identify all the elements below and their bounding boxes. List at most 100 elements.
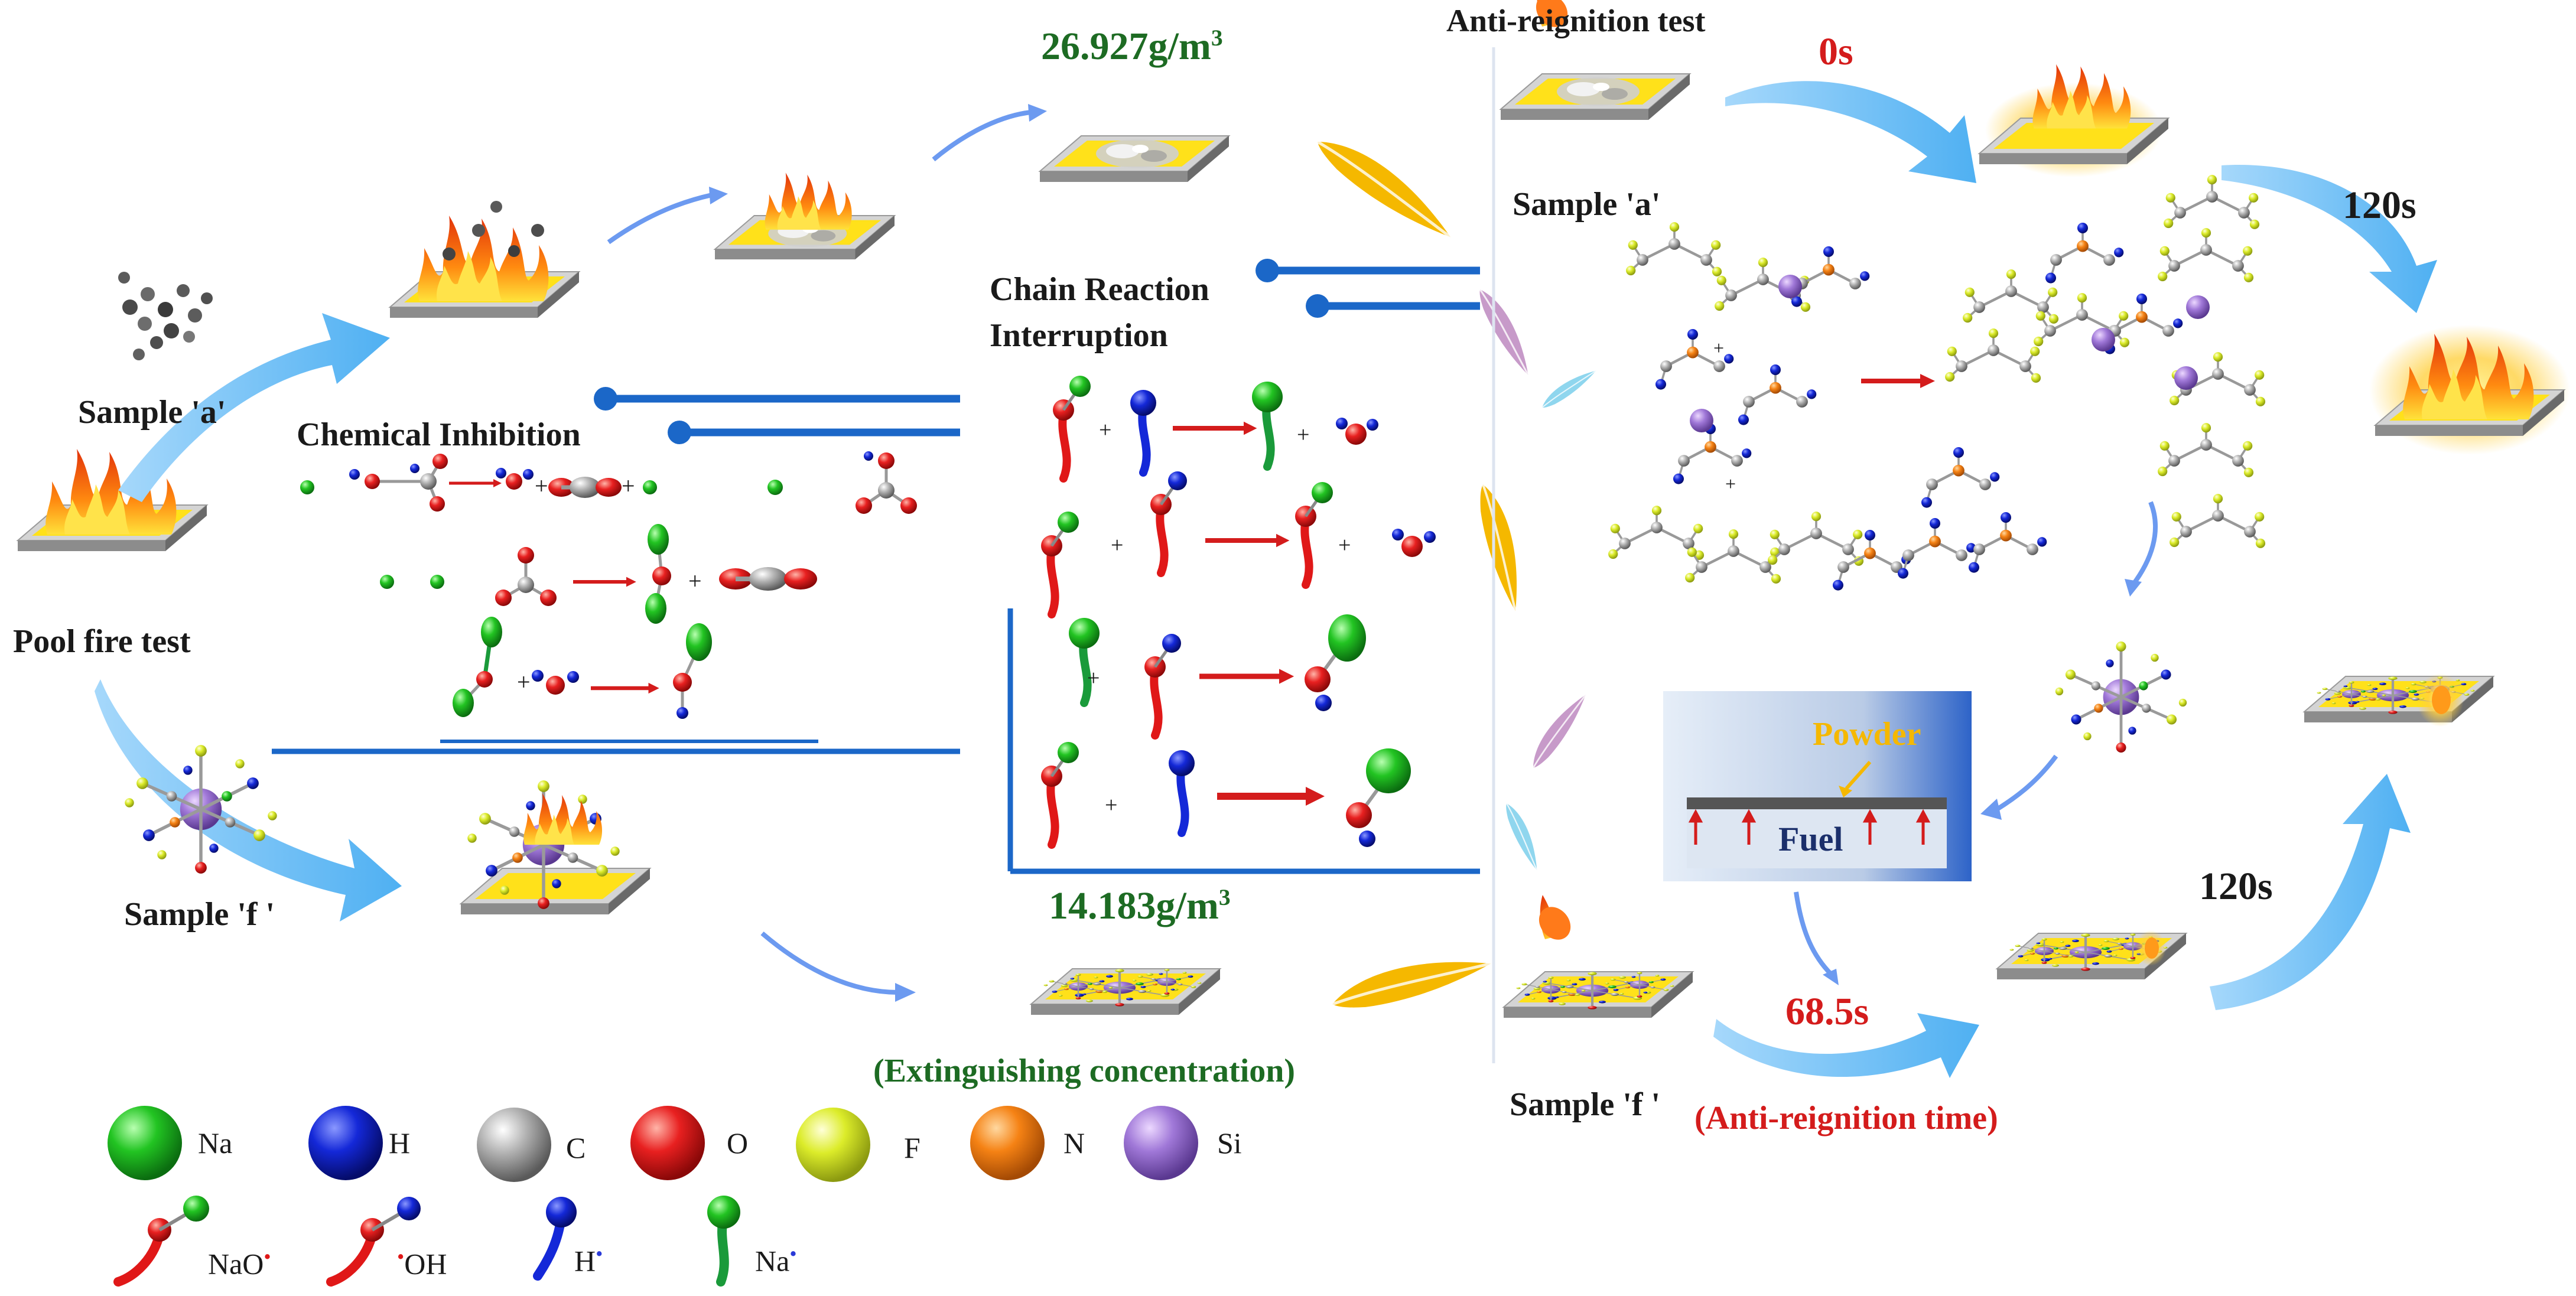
arrow-panel-down [1794, 891, 1833, 976]
legend-radical-nao [113, 1196, 209, 1287]
anti-reignition-tray-a [1501, 0, 1690, 120]
svg-text:+: + [517, 669, 531, 695]
legend-label-h-radical-dot: • [596, 1242, 603, 1265]
sample-a-left-label: Sample 'a' [78, 394, 226, 431]
arrow-to-burning [607, 193, 713, 245]
svg-text:+: + [1111, 533, 1123, 558]
time-68-label: 68.5s [1785, 990, 1869, 1033]
svg-text:+: + [622, 473, 635, 499]
connector-lines [272, 259, 1480, 874]
arrow-head-2 [1028, 104, 1047, 122]
legend-label-oh-text: OH [404, 1247, 447, 1281]
arrow-120s-top [2222, 165, 2437, 313]
legend-label-si: Si [1217, 1126, 1242, 1160]
arrow-0s [1725, 81, 1976, 183]
pool-fire-test-label: Pool fire test [13, 623, 191, 660]
chain-reaction-label-line1: Chain Reaction [990, 271, 1209, 308]
sample-f-right-label: Sample 'f ' [1510, 1086, 1661, 1123]
arrow-head-5 [1980, 799, 2002, 820]
arrow-sample-a [118, 313, 390, 502]
anti-reignition-tray-f [1504, 895, 1693, 1018]
legend-label-h: H [389, 1126, 411, 1160]
arrow-to-panel [1995, 754, 2058, 812]
sample-f-left-label: Sample 'f ' [124, 896, 275, 933]
legend-label-h-radical: H• [574, 1243, 603, 1276]
reignited-tray-a-0s [1979, 64, 2169, 177]
svg-text:+: + [1087, 666, 1100, 691]
legend-label-nao: NaO• [208, 1246, 271, 1279]
svg-text:+: + [1297, 422, 1309, 447]
concentration-a: 26.927g/m3 [1041, 25, 1223, 68]
legend-radicals [113, 1196, 740, 1287]
chemical-inhibition-label: Chemical Inhibition [297, 416, 581, 453]
reignited-tray-a-120s [2369, 325, 2570, 455]
legend-atom-o [630, 1106, 705, 1180]
legend-label-o: O [727, 1126, 749, 1160]
svg-text:+: + [1713, 337, 1724, 359]
sample-a-extinguished-tray [1040, 136, 1229, 182]
extinguishing-concentration-label: (Extinguishing concentration) [873, 1053, 1296, 1089]
legend-label-oh-dot: • [397, 1245, 405, 1268]
legend-atom-si [1124, 1106, 1198, 1180]
powder-label: Powder [1813, 716, 1921, 753]
arrow-head-3 [895, 983, 916, 1002]
legend-label-na-radical-text: Na [755, 1244, 790, 1278]
svg-text:+: + [1338, 533, 1351, 558]
time-zero-label: 0s [1819, 30, 1853, 73]
arrow-sample-f [95, 679, 402, 921]
arrow-68s [1713, 1013, 1979, 1078]
concentration-f: 14.183g/m3 [1049, 884, 1231, 926]
concentration-f-sup: 3 [1218, 884, 1231, 910]
legend-label-na-radical-dot: • [789, 1242, 797, 1265]
arrow-head-6 [1823, 969, 1839, 985]
legend-label-na-radical: Na• [755, 1243, 797, 1276]
svg-text:+: + [688, 568, 702, 594]
sample-a-burning-tray [714, 172, 895, 260]
reignited-tray-f-68s [1997, 930, 2186, 979]
legend-radical-h [533, 1197, 577, 1281]
smoke-particles [118, 272, 213, 360]
time-120-top-label: 120s [2343, 184, 2416, 227]
pool-fire-tray [18, 449, 207, 551]
arrow-to-extinguished [932, 110, 1032, 162]
legend-radical-na [707, 1196, 740, 1287]
chain-reaction-label-line2: Interruption [990, 317, 1168, 354]
legend-label-nao-dot: • [264, 1245, 271, 1268]
legend-radical-oh [326, 1197, 421, 1287]
sample-f-powder-tray [460, 780, 650, 915]
legend-label-na: Na [198, 1126, 233, 1160]
arrow-to-extinguished-f [760, 931, 899, 995]
time-120-bottom-label: 120s [2199, 865, 2273, 908]
legend-label-f: F [904, 1131, 921, 1164]
legend-atom-c [477, 1108, 551, 1182]
arrow-down-to-cluster [2131, 501, 2158, 587]
svg-text:+: + [1725, 473, 1736, 494]
legend-label-n: N [1063, 1126, 1085, 1160]
legend-atom-f [796, 1108, 870, 1182]
concentration-a-value: 26.927g/m [1041, 25, 1211, 68]
fuel-label: Fuel [1778, 820, 1843, 858]
legend-label-c: C [566, 1131, 586, 1164]
anti-reignition-time-label: (Anti-reignition time) [1694, 1100, 1998, 1137]
sample-f-cluster-right [2055, 642, 2187, 753]
arrow-head-1 [709, 187, 728, 204]
svg-text:+: + [1099, 418, 1111, 442]
arrow-120s-bottom [2210, 774, 2411, 1010]
chemical-inhibition-reactions: + + + + [300, 451, 917, 719]
sample-a-right-label: Sample 'a' [1513, 186, 1661, 223]
legend-label-h-radical-text: H [574, 1244, 596, 1278]
legend-atoms [108, 1106, 1198, 1182]
arrow-head-4 [2125, 579, 2142, 597]
svg-text:+: + [1105, 793, 1117, 818]
chain-reaction-reactions: + + + + + + [1041, 376, 1436, 847]
legend-atom-h [308, 1106, 383, 1180]
anti-reignition-test-title: Anti-reignition test [1446, 3, 1706, 38]
legend-atom-na [108, 1106, 182, 1180]
sample-f-extinguished-tray [1031, 969, 1220, 1015]
legend-atom-n [970, 1106, 1045, 1180]
molecular-structure: + + [1608, 175, 2265, 591]
reignited-tray-f-120s [2304, 673, 2493, 727]
powder-fuel-panel [1663, 691, 1972, 881]
legend-label-oh: •OH [397, 1246, 447, 1279]
